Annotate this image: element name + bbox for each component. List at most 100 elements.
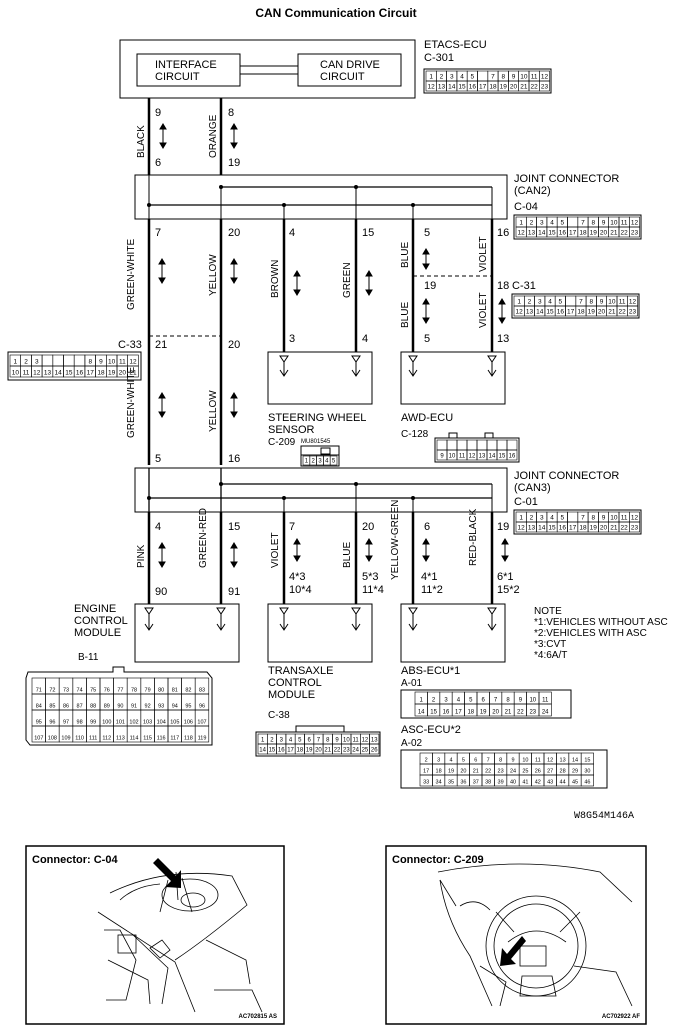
connector-pin-number: 19 xyxy=(480,710,487,716)
connector-cell xyxy=(567,216,579,228)
connector-pin-number: 7 xyxy=(581,220,585,227)
connector-pin-number: 11 xyxy=(23,370,30,377)
transaxle-pin-left-2: 10*4 xyxy=(289,584,312,596)
connector-pin-number: 5 xyxy=(559,299,563,306)
connector-pin-number: 87 xyxy=(77,704,83,710)
can-drive-label-2: CIRCUIT xyxy=(320,71,365,83)
jc2-pin-7: 7 xyxy=(155,227,161,239)
jc3-pin-7: 7 xyxy=(289,521,295,533)
connector-cell xyxy=(369,743,380,755)
connector-pin-number: 3 xyxy=(540,515,544,522)
connector-pin-number: 76 xyxy=(104,688,110,694)
connector-pin-number: 114 xyxy=(130,736,139,742)
abs-pin-left-1: 4*1 xyxy=(421,571,438,583)
connector-pin-number: 109 xyxy=(61,736,70,742)
wire-blue-1: BLUE xyxy=(400,242,411,268)
connector-pin-number: 2 xyxy=(530,515,534,522)
connector-pin-number: 14 xyxy=(489,454,496,460)
connector-pin-number: 41 xyxy=(522,780,528,786)
transaxle-name-3: MODULE xyxy=(268,689,315,701)
connector-pin-number: 118 xyxy=(184,736,193,742)
connector-pin-number: 4 xyxy=(449,758,452,764)
abs-ecu-box xyxy=(400,603,506,663)
connector-pin-number: 7 xyxy=(494,698,498,704)
connector-pin-number: 7 xyxy=(487,758,490,764)
jc3-pin-16: 16 xyxy=(228,453,240,465)
connector-pin-number: 89 xyxy=(104,704,110,710)
jc2-pin-15: 15 xyxy=(362,227,374,239)
connector-pin-number: 35 xyxy=(448,780,454,786)
jc3-connector: C-01 xyxy=(514,496,538,508)
connector-pin-number: 3 xyxy=(450,74,454,81)
connector-pin-number: 117 xyxy=(170,736,179,742)
connector-pin-number: 12 xyxy=(33,370,41,377)
jc3-pin-6: 6 xyxy=(424,521,430,533)
connector-pin-number: 18 xyxy=(297,748,304,754)
connector-pin-number: 11 xyxy=(119,359,126,366)
connector-pin-number: 5 xyxy=(462,758,465,764)
connector-pin-number: 6 xyxy=(307,738,311,744)
connector-pin-number: 8 xyxy=(499,758,502,764)
connector-pin-number: 17 xyxy=(569,525,577,532)
connector-cell xyxy=(628,226,640,238)
connector-pin-number: 13 xyxy=(528,525,536,532)
connector-pin-number: 21 xyxy=(608,309,616,316)
connector-cell xyxy=(52,354,64,367)
diagram-code: W8G54M146A xyxy=(574,811,634,822)
connector-pin-number: 7 xyxy=(317,738,321,744)
connector-pin-number: 37 xyxy=(473,780,479,786)
connector-pin-number: 9 xyxy=(512,74,516,81)
connector-cell xyxy=(41,354,54,367)
jc3-name-2: (CAN3) xyxy=(514,482,551,494)
connector-pin-number: 22 xyxy=(619,309,627,316)
connector-pin-number: 5 xyxy=(471,74,475,81)
connector-pin-number: 40 xyxy=(510,780,516,786)
connector-c04-location-panel xyxy=(25,845,285,1025)
connector-pin-number: 15 xyxy=(65,370,73,377)
connector-pin-number: 106 xyxy=(184,720,193,726)
connector-pin-number: 1 xyxy=(305,459,309,465)
connector-c04-label: Connector: C-04 xyxy=(32,854,118,866)
connector-pin-number: 16 xyxy=(509,454,516,460)
connector-pin-number: 2 xyxy=(270,738,274,744)
connector-pin-number: 14 xyxy=(536,309,544,316)
connector-pin-number: 23 xyxy=(631,230,639,237)
connector-c209-code: AC702922 AF xyxy=(602,1014,640,1020)
connector-pin-number: 23 xyxy=(529,710,536,716)
connector-pin-number: 12 xyxy=(516,309,524,316)
connector-pin-number: 22 xyxy=(485,769,491,775)
connector-pin-number: 21 xyxy=(473,769,479,775)
connector-pin-number: 111 xyxy=(89,736,97,742)
connector-pin-number: 24 xyxy=(510,769,516,775)
connector-pin-number: 17 xyxy=(423,769,429,775)
connector-pin-number: 96 xyxy=(49,720,55,726)
can-drive-label-1: CAN DRIVE xyxy=(320,59,380,71)
connector-pin-number: 15 xyxy=(499,454,506,460)
connector-pin-number: 19 xyxy=(448,769,454,775)
connector-pin-number: 3 xyxy=(318,459,322,465)
connector-pin-number: 21 xyxy=(610,230,618,237)
connector-pin-number: 86 xyxy=(63,704,69,710)
connector-pin-number: 12 xyxy=(629,299,637,306)
connector-pin-number: 11 xyxy=(353,738,360,744)
wire-blue-2: BLUE xyxy=(400,302,411,328)
connector-cell xyxy=(456,439,468,451)
connector-pin-number: 11 xyxy=(542,698,549,704)
connector-pin-number: 8 xyxy=(591,220,595,227)
wire-orange: ORANGE xyxy=(208,114,219,158)
connector-pin-number: 12 xyxy=(428,84,436,91)
connector-cell xyxy=(538,703,552,717)
abs-pin-right-1: 6*1 xyxy=(497,571,514,583)
engine-pin-91: 91 xyxy=(228,586,240,598)
etacs-pin-8: 8 xyxy=(228,107,234,119)
connector-pin-number: 11 xyxy=(459,454,466,460)
connector-pin-number: 28 xyxy=(560,769,566,775)
connector-pin-number: 95 xyxy=(36,720,42,726)
engine-pin-90: 90 xyxy=(155,586,167,598)
connector-pin-number: 21 xyxy=(324,748,331,754)
connector-pin-number: 10 xyxy=(522,758,528,764)
